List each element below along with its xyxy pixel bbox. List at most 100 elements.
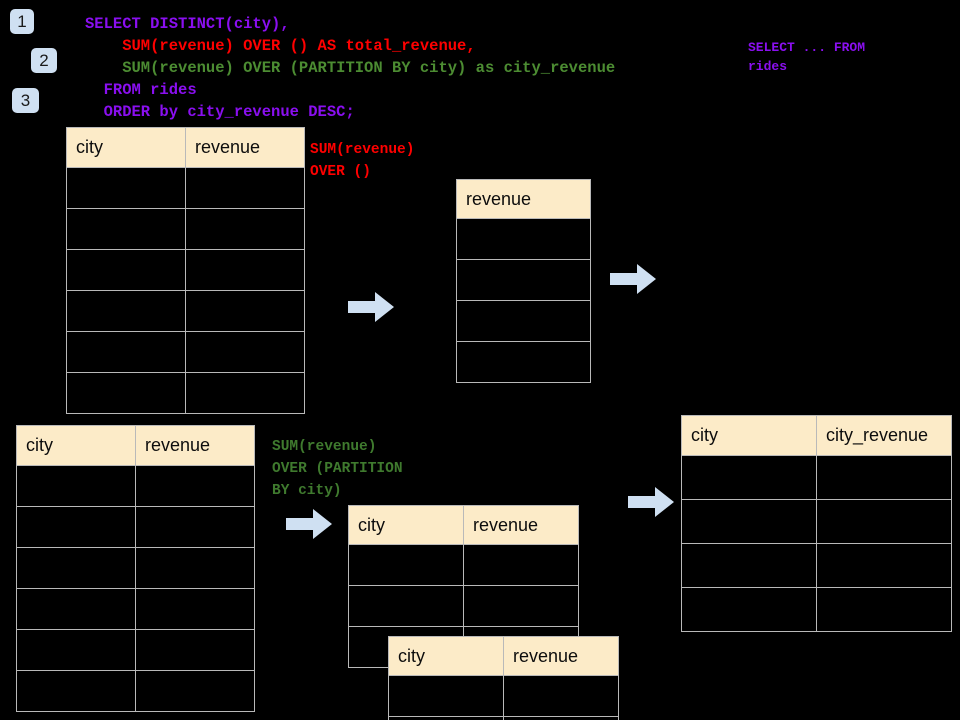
- cell-city: [66, 331, 186, 373]
- step-badge-2: 2: [31, 48, 57, 73]
- column-header-city: city: [66, 127, 186, 168]
- table-row: [681, 499, 952, 544]
- column-header-city: city: [388, 636, 504, 676]
- cell-city: [66, 372, 186, 414]
- cell-revenue: [185, 208, 305, 250]
- cell-city: [348, 544, 464, 586]
- table-row: [66, 290, 305, 332]
- cell-city: [348, 585, 464, 627]
- cell-revenue: [185, 167, 305, 209]
- cell-city: [16, 629, 136, 671]
- column-header-city-revenue: city_revenue: [816, 415, 952, 456]
- arrow-right-icon: [286, 509, 332, 539]
- table-row: [66, 167, 305, 209]
- cell-city: [681, 543, 817, 588]
- cell-revenue: [185, 372, 305, 414]
- table-row: [16, 547, 255, 589]
- table-row: [16, 629, 255, 671]
- cell-city: [66, 249, 186, 291]
- cell-revenue: [503, 675, 619, 717]
- cell-revenue: [463, 585, 579, 627]
- column-header-revenue: revenue: [456, 179, 591, 219]
- column-header-city: city: [348, 505, 464, 545]
- sql-line-total-revenue: SUM(revenue) OVER () AS total_revenue,: [85, 37, 476, 55]
- cell-revenue: [456, 259, 591, 301]
- step-badge-1-label: 1: [17, 12, 27, 31]
- cell-city: [16, 465, 136, 507]
- cell-revenue: [135, 670, 255, 712]
- cell-revenue: [135, 465, 255, 507]
- table-row: [388, 716, 619, 720]
- cell-revenue: [185, 290, 305, 332]
- annotation-city-revenue-line-1: SUM(revenue): [272, 439, 377, 455]
- table-rides-bottom: city revenue: [16, 425, 255, 712]
- table-row: [16, 670, 255, 712]
- cell-city: [66, 290, 186, 332]
- table-row: [456, 218, 591, 260]
- cell-revenue: [463, 544, 579, 586]
- annotation-total-revenue-line-1: SUM(revenue): [310, 142, 415, 158]
- sql-line-city-revenue: SUM(revenue) OVER (PARTITION BY city) as…: [85, 59, 616, 77]
- step-badge-3: 3: [12, 88, 39, 113]
- column-header-city: city: [681, 415, 817, 456]
- table-row: [456, 259, 591, 301]
- table-row: [388, 675, 619, 717]
- cell-city: [681, 455, 817, 500]
- table-total-revenue: revenue: [456, 179, 591, 383]
- step-badge-2-label: 2: [39, 51, 49, 70]
- cell-city-revenue: [816, 499, 952, 544]
- table-header-row: city revenue: [66, 127, 305, 168]
- cell-city: [16, 670, 136, 712]
- table-header-row: city revenue: [16, 425, 255, 466]
- cell-revenue: [135, 588, 255, 630]
- step-badge-3-label: 3: [20, 91, 31, 110]
- cell-revenue: [456, 300, 591, 342]
- table-header-row: revenue: [456, 179, 591, 219]
- cell-city: [388, 716, 504, 720]
- column-header-city: city: [16, 425, 136, 466]
- table-row: [681, 455, 952, 500]
- arrow-right-icon: [628, 487, 674, 517]
- annotation-total-revenue-line-2: OVER (): [310, 164, 371, 180]
- table-row: [16, 588, 255, 630]
- table-row: [16, 506, 255, 548]
- cell-city: [388, 675, 504, 717]
- cell-city-revenue: [816, 543, 952, 588]
- table-row: [66, 249, 305, 291]
- cell-revenue: [135, 629, 255, 671]
- side-note-line-1: SELECT ... FROM: [748, 40, 866, 55]
- arrow-right-icon: [348, 292, 394, 322]
- table-row: [66, 331, 305, 373]
- column-header-revenue: revenue: [503, 636, 619, 676]
- cell-city-revenue: [816, 455, 952, 500]
- table-result: city city_revenue: [681, 415, 952, 632]
- table-header-row: city city_revenue: [681, 415, 952, 456]
- column-header-revenue: revenue: [463, 505, 579, 545]
- table-row: [348, 585, 579, 627]
- cell-city: [681, 499, 817, 544]
- cell-revenue: [185, 331, 305, 373]
- table-row: [681, 587, 952, 632]
- cell-revenue: [503, 716, 619, 720]
- table-header-row: city revenue: [388, 636, 619, 676]
- step-badge-1: 1: [10, 9, 34, 34]
- table-row: [681, 543, 952, 588]
- column-header-revenue: revenue: [135, 425, 255, 466]
- table-rides-top: city revenue: [66, 127, 305, 414]
- cell-revenue: [456, 341, 591, 383]
- table-header-row: city revenue: [348, 505, 579, 545]
- table-row: [66, 372, 305, 414]
- cell-city: [16, 506, 136, 548]
- table-row: [348, 544, 579, 586]
- cell-revenue: [456, 218, 591, 260]
- sql-line-select: SELECT DISTINCT(city),: [85, 15, 290, 33]
- cell-city: [681, 587, 817, 632]
- annotation-city-revenue-line-3: BY city): [272, 483, 342, 499]
- cell-city: [66, 208, 186, 250]
- table-partition-b: city revenue: [388, 636, 619, 720]
- cell-city: [66, 167, 186, 209]
- column-header-revenue: revenue: [185, 127, 305, 168]
- table-row: [456, 341, 591, 383]
- table-row: [456, 300, 591, 342]
- arrow-right-icon: [610, 264, 656, 294]
